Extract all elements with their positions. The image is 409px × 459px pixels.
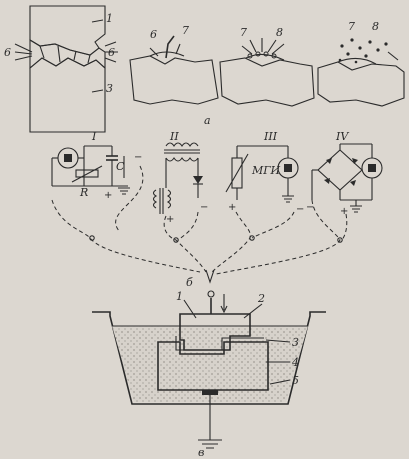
label-a-8-stage3: 8 xyxy=(276,26,283,39)
caption-v: в xyxy=(198,446,204,459)
circuit-I-rc xyxy=(51,145,130,195)
caption-a: а xyxy=(204,114,211,127)
polarity-III-minus: − xyxy=(296,204,304,215)
erosion-stage-2 xyxy=(129,35,219,105)
label-v-4: 4 xyxy=(291,356,299,369)
workpiece xyxy=(157,341,269,391)
section-v: 1 2 3 4 5 в xyxy=(92,290,326,459)
label-v-3: 3 xyxy=(292,336,299,349)
label-v-2: 2 xyxy=(257,292,265,305)
numeral-III: III xyxy=(263,130,278,143)
section-a: 1 6 6 3 6 7 7 8 xyxy=(4,5,405,133)
label-a-6-stage2: 6 xyxy=(150,28,157,41)
dashed-connections xyxy=(51,165,348,284)
section-b: I II III IV C R − + xyxy=(51,130,383,289)
label-v-5: 5 xyxy=(292,374,299,387)
circuit-IV-bridge xyxy=(311,143,383,213)
polarity-II-plus: − xyxy=(200,202,208,213)
label-a-3: 3 xyxy=(106,82,113,95)
circuit-II-transformer xyxy=(152,142,203,214)
polarity-II-minus: + xyxy=(166,214,174,225)
polarity-I-plus: + xyxy=(104,190,112,201)
label-r: R xyxy=(79,186,88,199)
polarity-I-minus: − xyxy=(134,152,142,163)
circuit-III-mgi xyxy=(225,145,299,203)
label-a-6-right: 6 xyxy=(108,46,115,59)
numeral-II: II xyxy=(169,130,179,143)
caption-b: б xyxy=(186,276,193,289)
label-a-7-stage4: 7 xyxy=(348,20,355,33)
dielectric-fluid xyxy=(112,326,308,402)
polarity-III-plus: + xyxy=(228,202,236,213)
label-v-1: 1 xyxy=(176,290,183,303)
erosion-stage-3 xyxy=(219,38,315,107)
polarity-IV-minus: − xyxy=(306,202,314,213)
label-c: C xyxy=(116,160,125,173)
label-a-1: 1 xyxy=(106,12,113,25)
label-mgi: МГИ xyxy=(251,164,281,177)
polarity-IV-plus: + xyxy=(340,206,348,217)
numeral-IV: IV xyxy=(335,130,349,143)
label-a-7-stage2: 7 xyxy=(182,24,189,37)
label-a-6-left: 6 xyxy=(4,46,11,59)
erosion-stage-4 xyxy=(317,38,405,107)
label-a-8-stage4: 8 xyxy=(372,20,379,33)
electrode-tool xyxy=(179,313,251,351)
label-a-7-stage3: 7 xyxy=(240,26,247,39)
electrode-gap-block xyxy=(14,5,118,133)
numeral-I: I xyxy=(91,130,97,143)
